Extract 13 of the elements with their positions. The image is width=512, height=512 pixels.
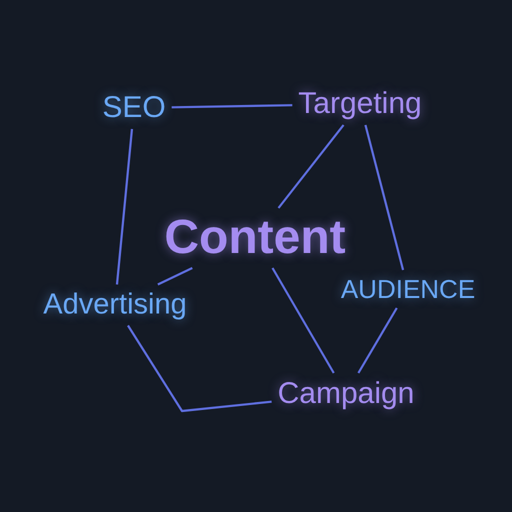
node-label: Targeting bbox=[298, 89, 422, 119]
node-label: Content bbox=[164, 214, 346, 262]
connector-line bbox=[127, 324, 272, 412]
node-label: SEO bbox=[102, 93, 166, 123]
connector-line bbox=[357, 307, 398, 374]
node-label: Advertising bbox=[43, 290, 187, 320]
connector-line bbox=[116, 128, 134, 285]
connector-line bbox=[272, 267, 335, 374]
connector-line bbox=[157, 267, 193, 286]
node-label: Campaign bbox=[278, 379, 414, 409]
node-label: AUDIENCE bbox=[340, 276, 476, 302]
connector-line bbox=[364, 124, 404, 270]
connector-line bbox=[172, 104, 292, 108]
